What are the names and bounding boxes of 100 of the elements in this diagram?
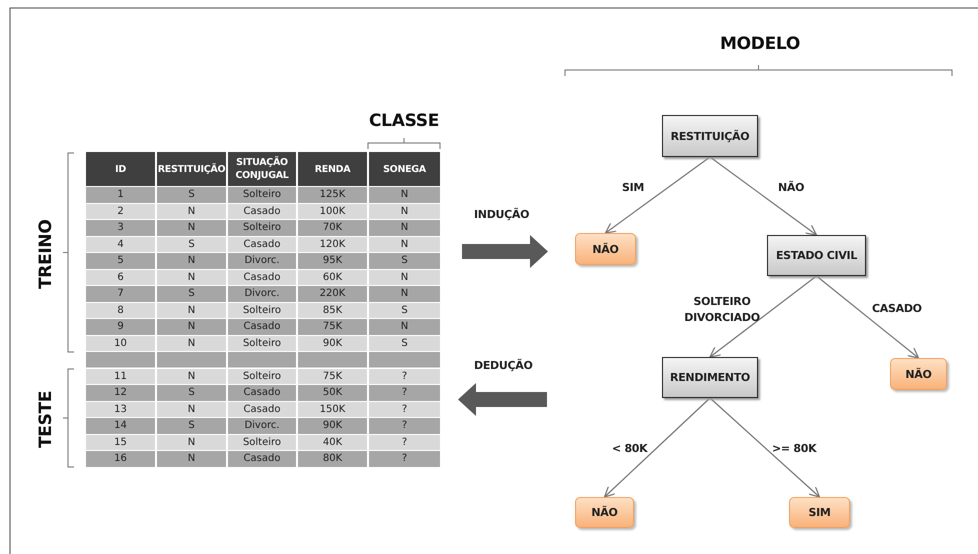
leaf-box: NÃO <box>890 358 947 390</box>
header-cell: RESTITUIÇÃO <box>157 152 226 186</box>
table-cell: 16 <box>86 451 155 466</box>
table-cell: N <box>369 236 440 252</box>
table-cell: Solteiro <box>228 336 296 351</box>
arrow <box>710 156 818 236</box>
table-cell: S <box>157 385 226 400</box>
arrow <box>604 398 710 498</box>
arrow <box>710 398 820 498</box>
table-cell: 9 <box>86 319 155 334</box>
table-cell: N <box>157 402 226 417</box>
section-heading: CLASSE <box>369 111 440 131</box>
table-cell: Casado <box>228 319 296 334</box>
table-cell: 2 <box>86 204 155 219</box>
table-cell: 6 <box>86 270 155 285</box>
table-cell: Solteiro <box>228 220 296 236</box>
table-cell: Solteiro <box>228 187 296 202</box>
table-cell: S <box>157 236 226 252</box>
table-cell: 150K <box>298 402 367 417</box>
decision-box: RESTITUIÇÃO <box>662 115 758 157</box>
table-cell: N <box>157 319 226 334</box>
table-cell: Casado <box>228 270 296 285</box>
table-cell: Solteiro <box>228 434 296 450</box>
table-cell: Casado <box>228 451 296 466</box>
table-cell: S <box>157 418 226 434</box>
table-cell: ? <box>369 434 440 450</box>
header-cell: ID <box>86 152 155 186</box>
table-cell: Casado <box>228 385 296 400</box>
table-cell: N <box>369 187 440 202</box>
edge-label: SOLTEIRO DIVORCIADO <box>683 294 761 326</box>
table-cell: 90K <box>298 336 367 351</box>
table-cell: 60K <box>298 270 367 285</box>
header-cell: RENDA <box>298 152 367 186</box>
table-cell: N <box>157 270 226 285</box>
table-cell: 13 <box>86 402 155 417</box>
table-cell: ? <box>369 402 440 417</box>
arrow-label: INDUÇÃO <box>474 207 530 223</box>
table-cell: Divorc. <box>228 253 296 268</box>
decision-box: ESTADO CIVIL <box>767 235 866 276</box>
table-cell: N <box>157 253 226 268</box>
edge-label: >= 80K <box>772 441 816 457</box>
table-cell: 85K <box>298 302 367 318</box>
table-cell: N <box>369 319 440 334</box>
table-cell: 220K <box>298 286 367 302</box>
table-cell: S <box>369 302 440 318</box>
table-cell: 7 <box>86 286 155 302</box>
edge-label: SIM <box>622 180 644 196</box>
edge-label: < 80K <box>612 441 648 457</box>
table-cell: N <box>157 451 226 466</box>
arrow <box>709 276 817 358</box>
table-cell: 75K <box>298 368 367 384</box>
section-heading: TREINO <box>36 219 56 289</box>
table-cell: 100K <box>298 204 367 219</box>
edge-label: CASADO <box>872 301 922 317</box>
table-cell: N <box>157 336 226 351</box>
edge-label: NÃO <box>778 180 804 196</box>
table-cell: N <box>157 434 226 450</box>
table-cell: 50K <box>298 385 367 400</box>
decision-box: RENDIMENTO <box>662 357 758 398</box>
table-cell: Solteiro <box>228 368 296 384</box>
table-cell: 80K <box>298 451 367 466</box>
table-cell: N <box>369 270 440 285</box>
section-heading: MODELO <box>720 34 800 54</box>
table-cell: 125K <box>298 187 367 202</box>
table-cell: N <box>369 204 440 219</box>
table-cell: 15 <box>86 434 155 450</box>
header-cell: SITUAÇÃO CONJUGAL <box>228 152 296 186</box>
table-cell: Solteiro <box>228 302 296 318</box>
table-cell: N <box>369 286 440 302</box>
table-cell: 4 <box>86 236 155 252</box>
section-heading: TESTE <box>36 390 56 448</box>
table-cell: S <box>157 187 226 202</box>
table-cell: ? <box>369 385 440 400</box>
table-cell: 40K <box>298 434 367 450</box>
table-cell: 10 <box>86 336 155 351</box>
table-cell: Casado <box>228 236 296 252</box>
table-cell: ? <box>369 368 440 384</box>
arrow-label: DEDUÇÃO <box>474 358 533 374</box>
table-cell: 90K <box>298 418 367 434</box>
table-cell: ? <box>369 451 440 466</box>
table-cell: Divorc. <box>228 418 296 434</box>
table-cell: N <box>157 302 226 318</box>
header-cell: SONEGA <box>369 152 440 186</box>
table-cell: ? <box>369 418 440 434</box>
table-cell: 3 <box>86 220 155 236</box>
arrow <box>816 276 920 359</box>
table-cell: 95K <box>298 253 367 268</box>
table-cell: Divorc. <box>228 286 296 302</box>
table-cell: 5 <box>86 253 155 268</box>
table-cell: 11 <box>86 368 155 384</box>
arrow <box>604 156 710 234</box>
table-cell: N <box>157 220 226 236</box>
table-cell: N <box>157 368 226 384</box>
table-cell: 12 <box>86 385 155 400</box>
table-cell: 120K <box>298 236 367 252</box>
table-cell: 70K <box>298 220 367 236</box>
table-cell: S <box>369 253 440 268</box>
table-cell: N <box>157 204 226 219</box>
table-cell: S <box>369 336 440 351</box>
table-cell: S <box>157 286 226 302</box>
